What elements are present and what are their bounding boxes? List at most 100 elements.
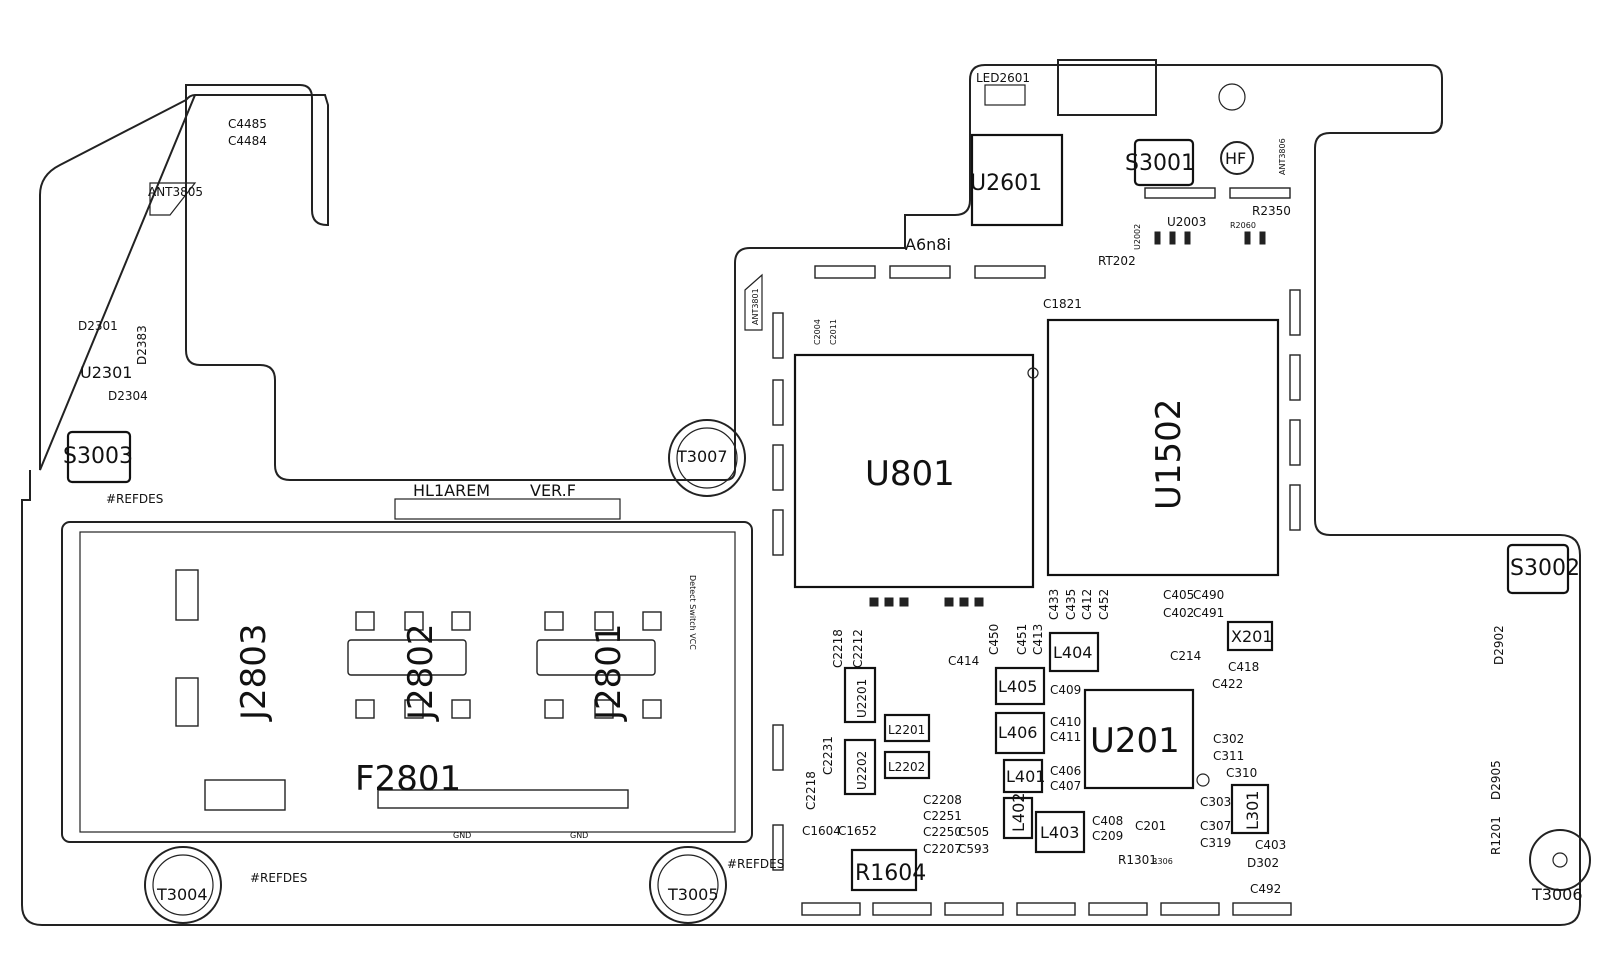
- label-c411: C411: [1050, 730, 1081, 744]
- label-c593: C593: [958, 842, 989, 856]
- label-s3003: S3003: [63, 444, 133, 469]
- switch-s3001: [1133, 138, 1195, 187]
- label-t3005: T3005: [667, 885, 719, 904]
- antenna-3801-feed: [744, 273, 763, 331]
- chip-u1502: [1046, 318, 1280, 577]
- label-refdes-3: #REFDES: [727, 857, 784, 871]
- edge-pad-col-left: [772, 312, 784, 871]
- label-c2208: C2208: [923, 793, 962, 807]
- label-u2002: U2002: [1133, 224, 1142, 250]
- label-d2304: D2304: [108, 389, 148, 403]
- board-outline-top-right: [1429, 119, 1443, 134]
- label-c402: C402: [1163, 606, 1194, 620]
- label-c450: C450: [987, 624, 1001, 655]
- label-d302: D302: [1247, 856, 1279, 870]
- board-outline-left: [39, 93, 197, 471]
- label-c490: C490: [1193, 588, 1224, 602]
- label-c307: C307: [1200, 819, 1231, 833]
- label-u2201: U2201: [855, 679, 869, 718]
- label-led2601: LED2601: [976, 71, 1030, 85]
- label-t3007: T3007: [676, 447, 728, 466]
- edge-pad-row-bottom: [801, 902, 1292, 916]
- pad-strip-j2803: [175, 569, 286, 811]
- label-c505: C505: [958, 825, 989, 839]
- label-r2350: R2350: [1252, 204, 1291, 218]
- label-c201: C201: [1135, 819, 1166, 833]
- label-c2231: C2231: [821, 736, 835, 775]
- top-connector-box: [1057, 59, 1157, 116]
- label-j2801: J2801: [589, 623, 629, 722]
- label-l404: L404: [1053, 643, 1092, 662]
- label-c408: C408: [1092, 814, 1123, 828]
- label-u2003: U2003: [1167, 215, 1206, 229]
- edge-pad-col-right: [1289, 289, 1301, 531]
- label-u2202: U2202: [855, 751, 869, 790]
- label-r1201: R1201: [1489, 816, 1503, 855]
- label-c491: C491: [1193, 606, 1224, 620]
- label-c2218: C2218: [831, 629, 845, 668]
- label-d2301: D2301: [78, 319, 118, 333]
- label-c451: C451: [1015, 624, 1029, 655]
- label-c319: C319: [1200, 836, 1231, 850]
- label-r1301: R1301: [1118, 853, 1157, 867]
- label-r1604: R1604: [855, 861, 926, 886]
- label-c302: C302: [1213, 732, 1244, 746]
- board-outline: [21, 64, 1581, 926]
- board-title: HL1AREM: [413, 481, 490, 500]
- label-c4484: C4484: [228, 134, 267, 148]
- label-t3006: T3006: [1531, 885, 1583, 904]
- label-u801: U801: [865, 454, 955, 494]
- label-l403: L403: [1040, 823, 1079, 842]
- label-c1604: C1604: [802, 824, 841, 838]
- pad-grid-j2802: [347, 611, 471, 719]
- label-x201: X201: [1231, 627, 1273, 646]
- label-c2011: C2011: [829, 319, 838, 345]
- antenna-3805-feed: [149, 182, 197, 216]
- label-rt202: RT202: [1098, 254, 1136, 268]
- mount-hole-t3007: [668, 419, 746, 497]
- crystal-x201: [1226, 620, 1274, 652]
- passive-pads-cluster: [869, 231, 1266, 607]
- label-s3002: S3002: [1510, 556, 1580, 581]
- label-c1652: C1652: [838, 824, 877, 838]
- edge-pad-row-top: [814, 187, 1291, 279]
- label-l301: L301: [1243, 791, 1262, 830]
- label-c311: C311: [1213, 749, 1244, 763]
- label-c2004: C2004: [813, 319, 822, 345]
- fuse-f2801-strip: [377, 789, 629, 809]
- label-c2207: C2207: [923, 842, 962, 856]
- pad-grid-j2801: [536, 611, 662, 719]
- label-c422: C422: [1212, 677, 1243, 691]
- card-tray-frame: [61, 521, 753, 843]
- label-c2218b: C2218: [804, 771, 818, 810]
- card-tray-inner: [79, 531, 736, 833]
- led2601-box: [984, 84, 1026, 106]
- fiducial-top: [1218, 83, 1246, 111]
- board-version: VER.F: [530, 481, 576, 500]
- label-l402: L402: [1009, 793, 1028, 832]
- hf-mark-circle: [1220, 141, 1254, 175]
- label-c414: C414: [948, 654, 979, 668]
- label-c209: C209: [1092, 829, 1123, 843]
- mount-hole-t3005: [649, 846, 727, 924]
- label-detect: Detect Switch VCC: [688, 575, 697, 650]
- label-c407: C407: [1050, 779, 1081, 793]
- label-j2803: J2803: [234, 623, 274, 722]
- label-u2601: U2601: [970, 171, 1042, 196]
- label-l405: L405: [998, 677, 1037, 696]
- label-c214: C214: [1170, 649, 1201, 663]
- label-l401: L401: [1006, 767, 1045, 786]
- label-r306: R306: [1152, 857, 1173, 866]
- label-gnd-1: GND: [453, 831, 471, 840]
- label-r2060: R2060: [1230, 221, 1256, 230]
- label-c406: C406: [1050, 764, 1081, 778]
- label-c1821: C1821: [1043, 297, 1082, 311]
- mount-hole-t3004: [144, 846, 222, 924]
- label-refdes-2: #REFDES: [250, 871, 307, 885]
- label-refdes-1: #REFDES: [106, 492, 163, 506]
- label-ant3806: ANT3806: [1278, 138, 1287, 175]
- label-ant3801: ANT3801: [751, 288, 760, 325]
- label-gnd-2: GND: [570, 831, 588, 840]
- label-hf: HF: [1225, 149, 1246, 168]
- mount-hole-t3006: [1529, 829, 1591, 891]
